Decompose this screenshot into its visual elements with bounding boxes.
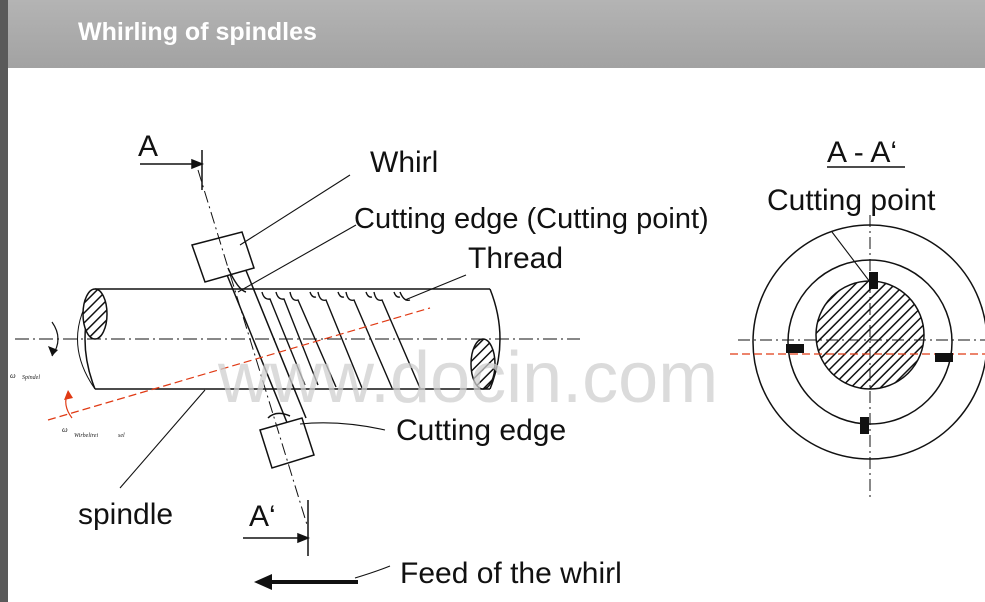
- cutting-tooth-left: [786, 344, 804, 353]
- label-feed: Feed of the whirl: [400, 557, 622, 590]
- label-cutting-point: Cutting point: [767, 184, 936, 217]
- section-marker-a-prime: [243, 500, 311, 556]
- omega-label-sel: sel: [118, 433, 125, 439]
- watermark: www.docin.com: [217, 338, 718, 418]
- cutting-tooth-right: [935, 353, 953, 362]
- cutting-tooth-top: [869, 272, 878, 289]
- page-title: Whirling of spindles: [78, 18, 317, 46]
- section-title: A - A‘: [827, 136, 897, 169]
- whirl-arm: [191, 231, 315, 469]
- label-spindle: spindle: [78, 498, 173, 531]
- spindle-end-section-left: [82, 288, 108, 340]
- spindle-rotation-arrowhead: [48, 346, 58, 356]
- section-view: [730, 215, 985, 500]
- cutting-tooth-bottom: [860, 417, 869, 434]
- label-cutting-edge: Cutting edge: [396, 414, 566, 447]
- omega-symbol-wirbel: ω: [62, 425, 68, 434]
- omega-symbol-spindel: ω: [10, 371, 16, 380]
- tilted-axis-red: [47, 307, 431, 421]
- section-label-a-prime: A‘: [249, 500, 276, 533]
- section-label-a: A: [138, 130, 158, 163]
- leader-lines: [119, 174, 467, 579]
- label-thread: Thread: [468, 242, 563, 275]
- omega-label-spindel: Spindel: [22, 375, 40, 381]
- label-cutting-edge-point: Cutting edge (Cutting point): [354, 203, 709, 235]
- whirl-axis: [197, 169, 309, 529]
- feed-arrow: [254, 574, 358, 590]
- whirl-rotation-arrowhead: [64, 390, 73, 400]
- omega-label-wirbel: Wirbelirei: [74, 433, 98, 439]
- label-whirl: Whirl: [370, 146, 438, 179]
- header-bar: [8, 0, 985, 68]
- left-bar: [0, 0, 8, 602]
- thread-grooves: [261, 291, 421, 389]
- section-marker-a: [140, 150, 205, 190]
